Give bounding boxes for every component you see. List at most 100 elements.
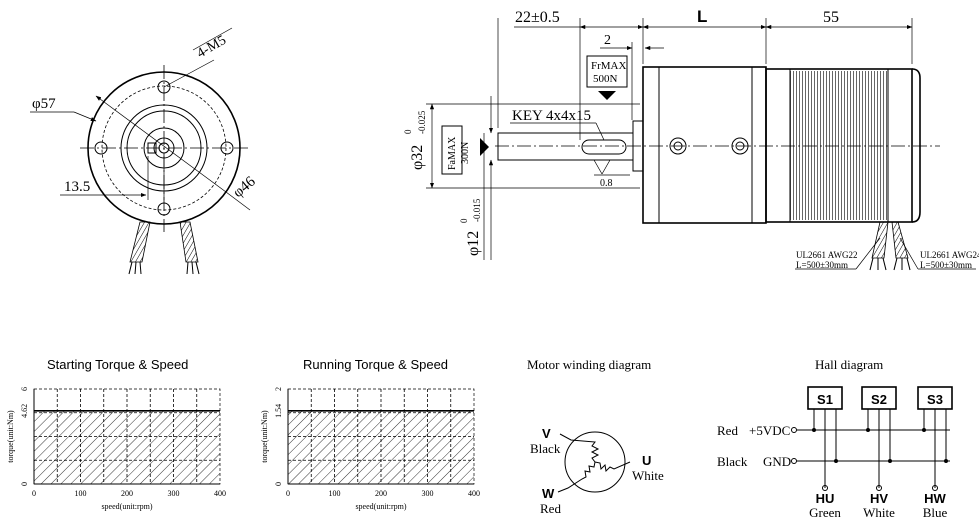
junction-dot bbox=[922, 428, 926, 432]
hall-title: Hall diagram bbox=[815, 357, 883, 372]
terminal-5v bbox=[791, 427, 797, 433]
key-spec-label: KEY 4x4x15 bbox=[512, 108, 591, 124]
output-terminal bbox=[822, 485, 828, 491]
winding-coil-v bbox=[559, 433, 600, 463]
cable-right-spec: UL2661 AWG24 bbox=[920, 250, 979, 260]
famax-arrow bbox=[480, 138, 489, 156]
winding-v-color: Black bbox=[530, 441, 561, 456]
hall-output-name: HU bbox=[816, 491, 835, 506]
hall-sensor-label: S3 bbox=[927, 392, 943, 407]
x-tick-label: 0 bbox=[32, 489, 36, 498]
cable-left-spec: UL2661 AWG22 bbox=[796, 250, 858, 260]
hall-output-color: White bbox=[863, 505, 895, 520]
chart-frame bbox=[33, 388, 221, 485]
terminal-gnd bbox=[791, 458, 797, 464]
motor-winding-diagram: Motor winding diagram V Black U White W … bbox=[527, 357, 664, 516]
winding-u-label: U bbox=[642, 453, 651, 468]
junction-dot bbox=[944, 459, 948, 463]
phi12-lower-tol: -0.015 bbox=[472, 198, 482, 222]
winding-stator-circle bbox=[564, 431, 626, 493]
y-top-tick-label: 2 bbox=[274, 387, 283, 391]
y-axis-title: torque(unit:Nm) bbox=[6, 410, 15, 463]
outer-diameter-label: φ57 bbox=[32, 96, 56, 112]
frmax-arrow bbox=[598, 91, 616, 100]
chart-frame bbox=[287, 388, 475, 485]
torque-area bbox=[288, 410, 474, 484]
screw-spec-label: 4-M5 bbox=[195, 33, 229, 62]
junction-dot bbox=[834, 459, 838, 463]
winding-w-color: Red bbox=[540, 501, 561, 516]
x-tick-label: 400 bbox=[214, 489, 226, 498]
hall-output-name: HW bbox=[924, 491, 946, 506]
winding-u-color: White bbox=[632, 468, 664, 483]
hall-row1-color: Red bbox=[717, 423, 738, 438]
running-chart-title: Running Torque & Speed bbox=[303, 357, 448, 372]
cable-left-length: L=500±30mm bbox=[796, 260, 848, 270]
x-tick-label: 200 bbox=[121, 489, 133, 498]
x-tick-label: 300 bbox=[422, 489, 434, 498]
winding-coil-u bbox=[594, 461, 631, 473]
y-marked-tick-label: 4.62 bbox=[20, 404, 29, 418]
phi32-lower-tol: -0.025 bbox=[417, 110, 427, 134]
hall-row2-color: Black bbox=[717, 454, 748, 469]
side-view: 22±0.5 L 55 2 FrMAX 500N FaMAX 300N KEY … bbox=[403, 7, 979, 271]
front-view: 4-M5 φ57 13.5 φ46 bbox=[30, 27, 259, 275]
hall-diagram: Hall diagram S1HUGreenS2HVWhiteS3HWBlue … bbox=[717, 357, 953, 520]
y-axis-title: torque(unit:Nm) bbox=[260, 410, 269, 463]
y-zero-tick-label: 0 bbox=[20, 482, 29, 486]
y-top-tick-label: 6 bbox=[20, 387, 29, 391]
junction-dot bbox=[866, 428, 870, 432]
output-terminal bbox=[876, 485, 882, 491]
x-axis-title: speed(unit:rpm) bbox=[101, 502, 152, 511]
phi12-label: φ12 bbox=[465, 231, 482, 256]
flat-dimension-label: 13.5 bbox=[64, 179, 90, 195]
x-axis-title: speed(unit:rpm) bbox=[355, 502, 406, 511]
junction-dot bbox=[888, 459, 892, 463]
hall-output-color: Green bbox=[809, 505, 841, 520]
hall-sensor-label: S2 bbox=[871, 392, 887, 407]
cable-right-length: L=500±30mm bbox=[920, 260, 972, 270]
starting-chart-title: Starting Torque & Speed bbox=[47, 357, 188, 372]
motor-body bbox=[765, 68, 913, 223]
dim-22-label: 22±0.5 bbox=[515, 9, 560, 26]
frmax-label: FrMAX bbox=[591, 60, 627, 72]
frmax-value: 500N bbox=[593, 73, 618, 85]
frmax-box bbox=[586, 55, 628, 88]
output-terminal bbox=[932, 485, 938, 491]
winding-w-label: W bbox=[542, 486, 555, 501]
x-tick-label: 100 bbox=[75, 489, 87, 498]
famax-label: FaMAX bbox=[447, 136, 458, 170]
famax-box bbox=[441, 125, 463, 175]
x-tick-label: 400 bbox=[468, 489, 480, 498]
motor-fins bbox=[790, 71, 888, 220]
x-tick-label: 0 bbox=[286, 489, 290, 498]
dim-2-label: 2 bbox=[604, 33, 611, 48]
phi32-label: φ32 bbox=[409, 145, 426, 170]
front-cables bbox=[128, 221, 200, 275]
roughness-label: 0.8 bbox=[600, 178, 613, 189]
side-cables bbox=[869, 221, 911, 271]
dim-L-label: L bbox=[697, 7, 707, 26]
shaft-key bbox=[581, 139, 627, 155]
y-marked-tick-label: 1.54 bbox=[274, 404, 283, 418]
output-shaft bbox=[497, 132, 634, 161]
hall-output-name: HV bbox=[870, 491, 888, 506]
winding-v-label: V bbox=[542, 426, 551, 441]
dim-55-label: 55 bbox=[823, 9, 839, 26]
winding-coil-w bbox=[557, 461, 596, 493]
hall-sensor-label: S1 bbox=[817, 392, 833, 407]
phi12-upper-tol: 0 bbox=[459, 218, 469, 223]
hall-row2-signal: GND bbox=[763, 454, 791, 469]
x-tick-label: 100 bbox=[329, 489, 341, 498]
phi32-upper-tol: 0 bbox=[403, 129, 413, 134]
junction-dot bbox=[812, 428, 816, 432]
hall-output-color: Blue bbox=[923, 505, 948, 520]
hall-row1-signal: +5VDC bbox=[749, 423, 790, 438]
torque-area bbox=[34, 410, 220, 484]
x-tick-label: 200 bbox=[375, 489, 387, 498]
winding-title: Motor winding diagram bbox=[527, 357, 651, 372]
